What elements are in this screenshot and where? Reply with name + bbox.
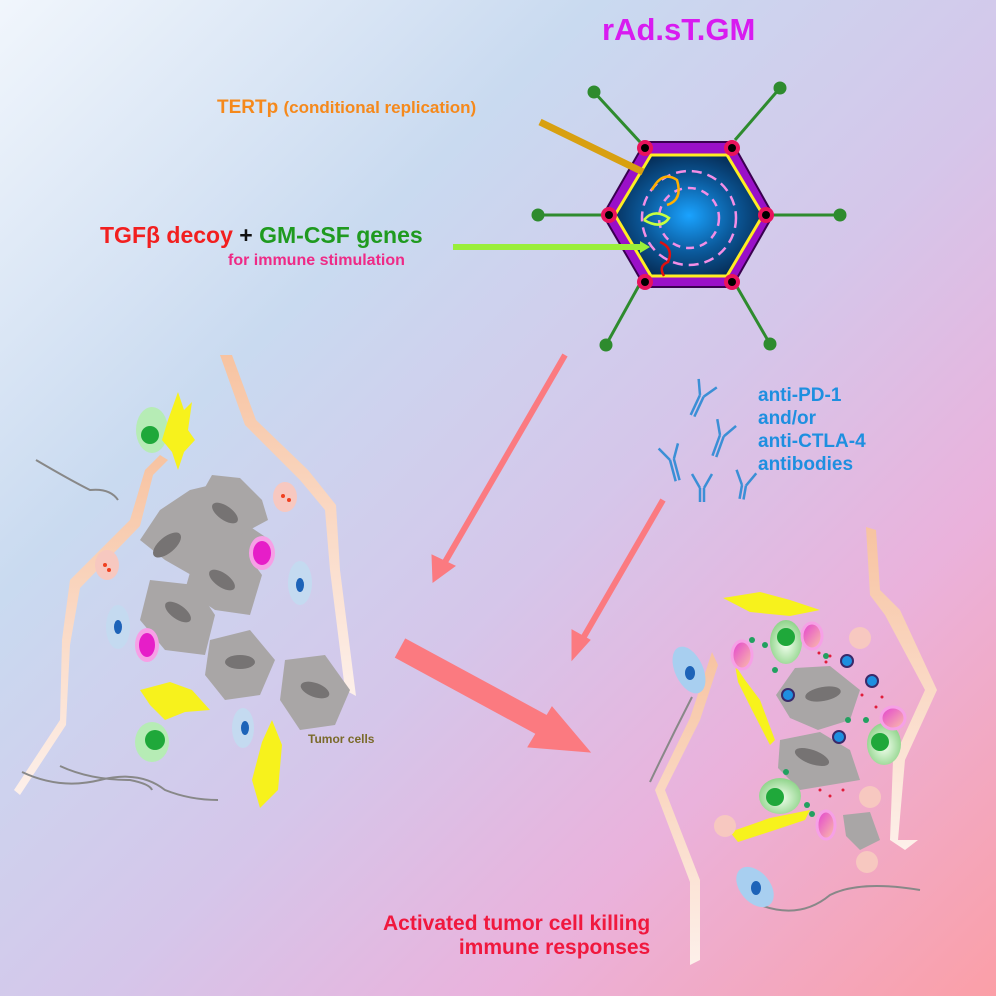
antibodies-line-3: anti-CTLA-4: [758, 431, 866, 452]
flow-arrows: [394, 353, 666, 753]
transgenes-label: TGFβ decoy + GM-CSF genes: [100, 222, 423, 249]
viral-genome: [640, 169, 738, 277]
tumor-microenvironment-before: [14, 355, 356, 808]
tumor-microenvironment-after: [649, 527, 937, 965]
blood-vessel-right: [220, 355, 356, 696]
antibodies-line-1: anti-PD-1: [758, 385, 842, 406]
tertp-note: (conditional replication): [283, 98, 477, 117]
result-line-2: immune responses: [458, 936, 651, 959]
gmcsf-label: GM-CSF genes: [259, 222, 423, 248]
blood-vessel-right-2: [866, 527, 937, 850]
blood-vessel-left-2: [655, 652, 718, 965]
result-label: Activated tumor cell killing immune resp…: [383, 912, 650, 960]
antibody-icons: [657, 378, 758, 502]
antibodies-line-4: antibodies: [758, 454, 854, 475]
diagram-title: rAd.sT.GM: [602, 12, 756, 47]
tertp-label: TERTp (conditional replication): [217, 97, 476, 119]
antibodies-label: anti-PD-1 and/or anti-CTLA-4 antibodies: [758, 384, 866, 476]
tumor-cells-label: Tumor cells: [308, 732, 375, 746]
immune-cells: [95, 392, 312, 808]
antibodies-line-2: and/or: [758, 408, 817, 429]
adenovirus-particle: [531, 81, 847, 352]
tertp-main: TERTp: [217, 97, 279, 118]
tgf-decoy-label: TGFβ decoy: [100, 222, 233, 248]
result-line-1: Activated tumor cell killing: [383, 912, 651, 935]
tertp-pointer: [538, 118, 645, 176]
immune-stimulation-label: for immune stimulation: [228, 252, 405, 269]
plus-sign: +: [239, 222, 253, 248]
fiber-spikes: [531, 81, 847, 352]
